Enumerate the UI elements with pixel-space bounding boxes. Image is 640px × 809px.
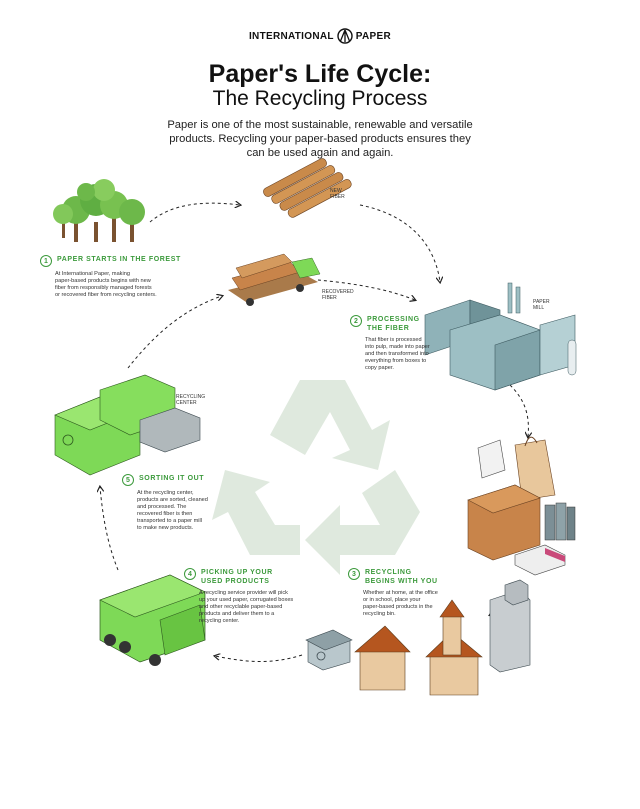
step-1-title: PAPER STARTS IN THE FOREST [57, 256, 181, 263]
step-2-body: That fiber is processed into pulp, made … [365, 337, 430, 371]
arrow-mill-to-products [509, 384, 528, 437]
arrow-bin-to-truck [215, 655, 303, 662]
brand-logo: INTERNATIONAL PAPER [0, 28, 640, 44]
step-3-body: Whether at home, at the office or in sch… [363, 590, 438, 617]
community-buildings-illustration [354, 579, 531, 696]
step-5: 5 SORTING IT OUT At the recycling center… [122, 474, 242, 532]
page-subtitle: The Recycling Process [212, 87, 428, 110]
recycling-truck-illustration [99, 574, 206, 666]
step-3: 3 RECYCLING BEGINS WITH YOU Whether at h… [348, 568, 478, 618]
arrow-center-to-recoveredtruck [127, 296, 222, 369]
step-4: 4 PICKING UP YOUR USED PRODUCTS A recycl… [184, 568, 324, 625]
paper-mill-illustration [424, 282, 577, 391]
recycling-symbol-icon [212, 380, 420, 575]
tree-logo-icon [337, 28, 353, 44]
step-2-title: PROCESSING THE FIBER [367, 316, 420, 332]
step-2-number: 2 [350, 315, 362, 327]
brand-word-left: INTERNATIONAL [248, 30, 334, 42]
intro-text: Paper is one of the most sustainable, re… [167, 119, 473, 159]
step-1: 1 PAPER STARTS IN THE FOREST At Internat… [40, 255, 200, 299]
recycling-bin-illustration [305, 629, 353, 671]
step-1-body: At International Paper, making paper-bas… [55, 271, 157, 298]
recycling-center-illustration [54, 374, 201, 476]
recovered-fiber-truck-illustration [228, 253, 321, 306]
step-4-body: A recycling service provider will pick u… [199, 590, 294, 624]
step-4-title: PICKING UP YOUR USED PRODUCTS [201, 569, 273, 585]
page-title: Paper's Life Cycle: [208, 60, 432, 88]
brand-word-right: PAPER [355, 30, 392, 42]
log-pile-illustration [263, 158, 352, 218]
step-2: 2 PROCESSING THE FIBER That fiber is pro… [350, 315, 470, 372]
arrow-forest-to-logs [149, 203, 240, 223]
arrow-truck-to-center [100, 487, 119, 571]
arrow-truck-to-mill [317, 279, 415, 300]
step-5-body: At the recycling center, products are so… [137, 490, 208, 531]
step-3-number: 3 [348, 568, 360, 580]
forest-illustration [53, 179, 145, 242]
step-5-title: SORTING IT OUT [139, 475, 205, 482]
step-5-number: 5 [122, 474, 134, 486]
step-1-number: 1 [40, 255, 52, 267]
arrow-logs-to-mill [359, 204, 440, 282]
step-3-title: RECYCLING BEGINS WITH YOU [365, 569, 438, 585]
paper-products-illustration [467, 436, 576, 576]
step-4-number: 4 [184, 568, 196, 580]
